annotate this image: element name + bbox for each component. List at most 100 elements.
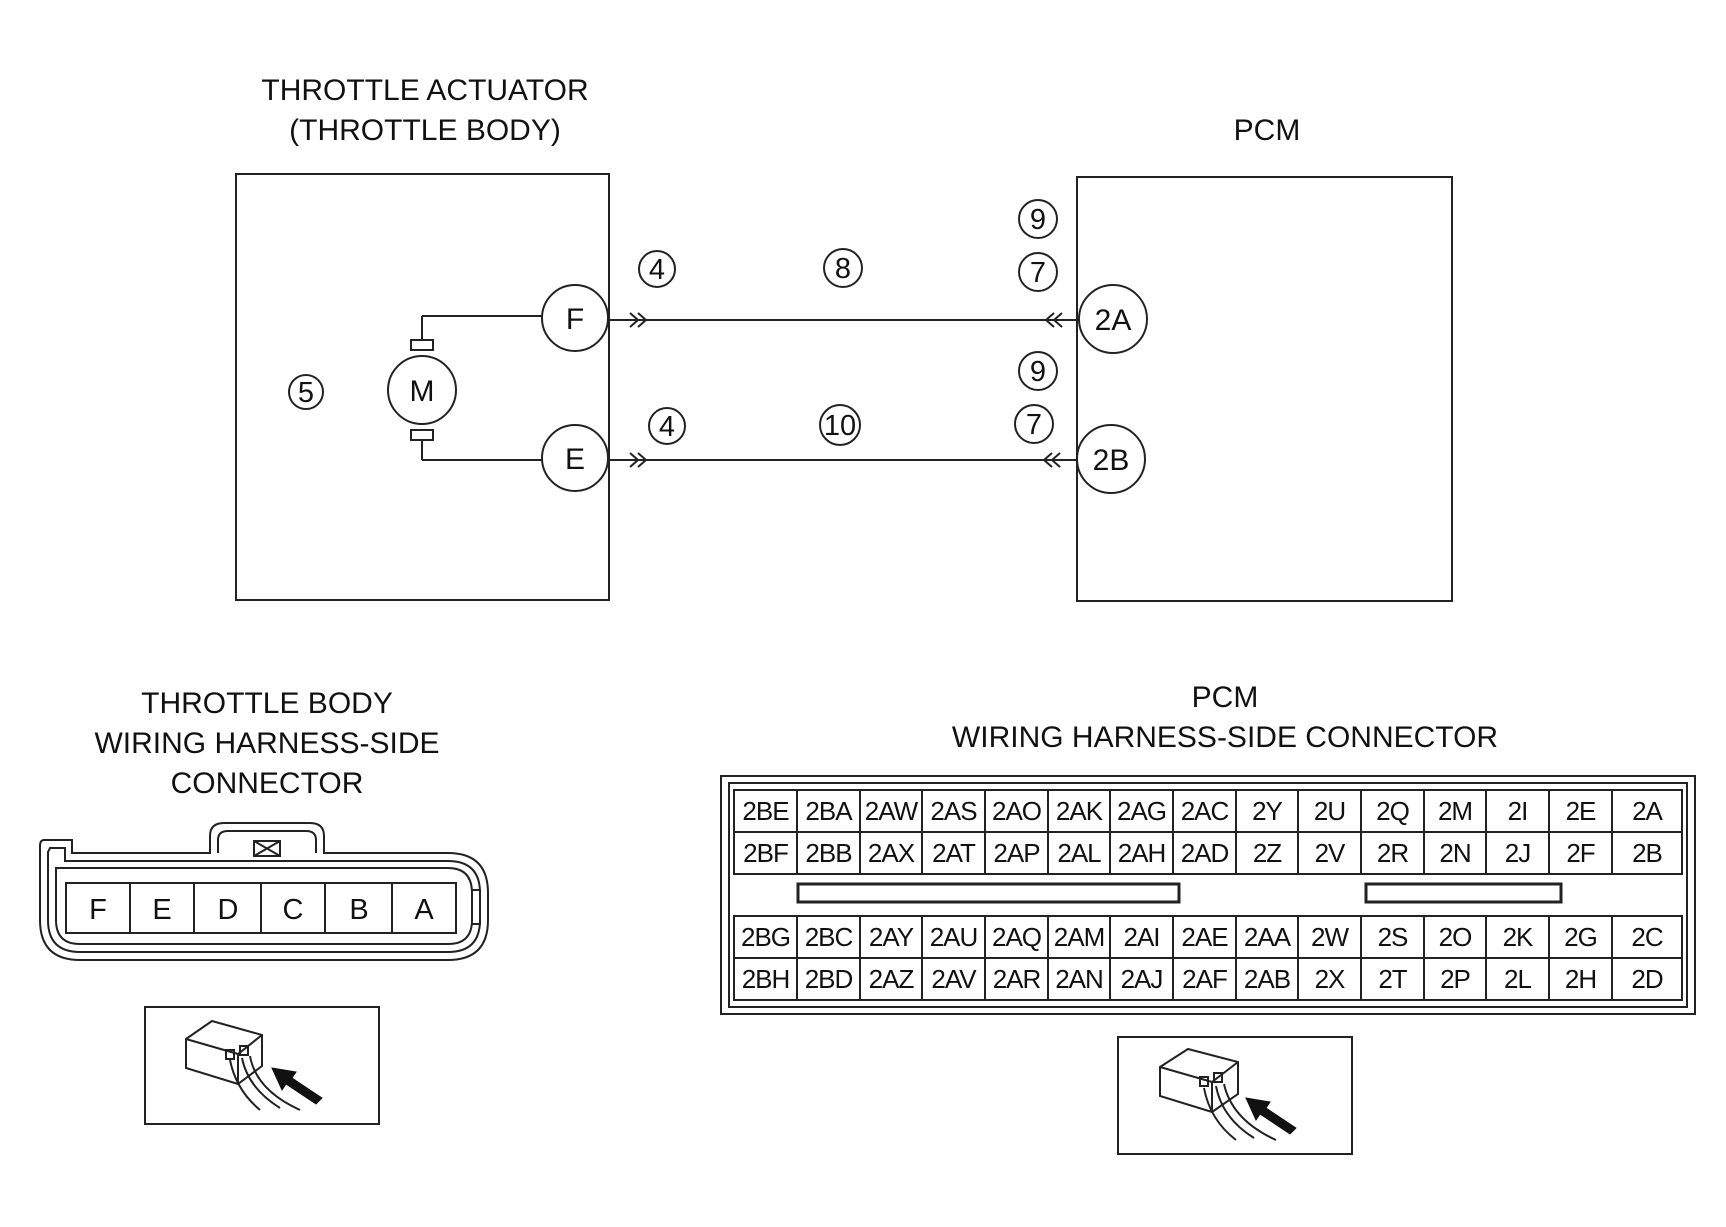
pcm-pin-2a: 2A (1632, 796, 1663, 826)
pcm-pin-2p: 2P (1440, 964, 1470, 994)
pcm-pin-2al: 2AL (1057, 838, 1101, 868)
pcm-pin-2m: 2M (1438, 796, 1472, 826)
pcm-pin-2ba: 2BA (805, 796, 853, 826)
pcm-connector-title-1: PCM (1192, 681, 1259, 714)
pcm-pin-2bf: 2BF (743, 838, 788, 868)
pcm-block: PCM 9 7 9 7 2A 2B (1014, 114, 1453, 602)
terminal-b: B (349, 894, 368, 926)
pcm-pin-2ab: 2AB (1244, 964, 1290, 994)
callout-f-connector: 4 (649, 254, 665, 286)
pcm-pin-2av: 2AV (931, 964, 977, 994)
pcm-key-right (1364, 882, 1563, 904)
pcm-pin-2ap: 2AP (993, 838, 1039, 868)
throttle-connector-title-1: THROTTLE BODY (141, 687, 393, 720)
callout-circle (1014, 404, 1054, 444)
callout-2b-9: 9 (1030, 356, 1046, 388)
pcm-pin-2ad: 2AD (1181, 838, 1229, 868)
pcm-pin-2au: 2AU (930, 922, 978, 952)
pcm-pin-2ac: 2AC (1181, 796, 1229, 826)
terminal-cell (391, 882, 457, 934)
wire-f-2a: 8 (608, 248, 1080, 328)
pcm-pin-2as: 2AS (930, 796, 977, 826)
pcm-pin-2z: 2Z (1253, 838, 1282, 868)
callout-circle (1018, 199, 1058, 239)
throttle-actuator-box (235, 173, 610, 601)
pin-2a: 2A (1078, 284, 1148, 354)
pin-e: E (541, 424, 609, 492)
pcm-pin-2an: 2AN (1055, 964, 1103, 994)
pcm-pin-2f: 2F (1566, 838, 1594, 868)
callout-circle (819, 404, 861, 446)
pcm-pin-2bg: 2BG (741, 922, 790, 952)
pcm-pin-2s: 2S (1378, 922, 1408, 952)
pcm-pin-2t: 2T (1378, 964, 1407, 994)
pcm-pin-2af: 2AF (1182, 964, 1227, 994)
motor-label: M (410, 375, 435, 408)
pcm-pin-2bd: 2BD (805, 964, 853, 994)
wire-e-2b: 10 (608, 404, 1078, 468)
pcm-pin-2u: 2U (1314, 796, 1345, 826)
callout-2b-7: 7 (1026, 409, 1042, 441)
pcm-pin-2y: 2Y (1252, 796, 1282, 826)
callout-2a-7: 7 (1030, 257, 1046, 289)
throttle-connector: THROTTLE BODY WIRING HARNESS-SIDE CONNEC… (39, 687, 489, 1125)
throttle-actuator: THROTTLE ACTUATOR (THROTTLE BODY) 5 M F … (235, 74, 686, 601)
pcm-pin-2ao: 2AO (992, 796, 1041, 826)
pcm-pin-2b: 2B (1632, 838, 1662, 868)
pcm-connector-outer (720, 775, 1696, 1015)
pcm-pin-2bb: 2BB (805, 838, 851, 868)
pcm-key-left (796, 882, 1181, 904)
callout-circle (648, 407, 686, 445)
terminal-c: C (283, 894, 304, 926)
pin-2b-label: 2B (1093, 444, 1130, 477)
pcm-pin-2ay: 2AY (869, 922, 914, 952)
callout-throttle-body: 5 (298, 377, 314, 409)
pcm-pin-2g: 2G (1564, 922, 1597, 952)
connector-view-icon (144, 1006, 380, 1125)
throttle-connector-title-3: CONNECTOR (171, 767, 364, 800)
terminal-a: A (414, 894, 434, 926)
pin-f: F (541, 284, 609, 352)
pcm-pin-2o: 2O (1439, 922, 1472, 952)
pcm-pin-2ah: 2AH (1118, 838, 1166, 868)
pcm-pin-2j: 2J (1505, 838, 1530, 868)
pcm-pin-2l: 2L (1504, 964, 1531, 994)
pcm-pin-cell (1611, 957, 1683, 1001)
pcm-pin-2am: 2AM (1054, 922, 1104, 952)
pin-e-label: E (565, 443, 585, 476)
pcm-pin-2v: 2V (1315, 838, 1346, 868)
terminal-d: D (218, 894, 239, 926)
callout-circle (823, 248, 863, 288)
motor-symbol: M (387, 315, 542, 461)
pcm-pin-2ai: 2AI (1123, 922, 1159, 952)
pcm-title: PCM (1234, 114, 1301, 147)
callout-wire-e: 10 (824, 410, 856, 442)
pcm-pin-2x: 2X (1315, 964, 1345, 994)
pcm-pin-2r: 2R (1377, 838, 1408, 868)
pcm-pin-2aq: 2AQ (992, 922, 1041, 952)
callout-e-connector: 4 (659, 411, 675, 443)
callout-circle (638, 250, 676, 288)
pcm-connector-inner (728, 782, 1688, 1008)
pcm-pin-2h: 2H (1565, 964, 1596, 994)
pcm-pin-2d: 2D (1631, 964, 1662, 994)
throttle-actuator-subtitle: (THROTTLE BODY) (289, 114, 561, 147)
pcm-pin-2w: 2W (1311, 922, 1349, 952)
terminal-e: E (152, 894, 171, 926)
pcm-pin-2aw: 2AW (865, 796, 919, 826)
callout-circle (1018, 351, 1058, 391)
pcm-pin-2at: 2AT (932, 838, 976, 868)
pcm-pin-2ae: 2AE (1181, 922, 1228, 952)
pcm-box (1076, 176, 1453, 602)
throttle-terminal-row: F E D C B A (65, 882, 457, 934)
pin-2b: 2B (1076, 424, 1146, 494)
pcm-pin-cell (1611, 831, 1683, 875)
callout-wire-f: 8 (835, 253, 851, 285)
callout-2a-9: 9 (1030, 204, 1046, 236)
pcm-pin-2be: 2BE (742, 796, 789, 826)
pcm-pin-2q: 2Q (1376, 796, 1409, 826)
callout-circle (1018, 252, 1058, 292)
pcm-pin-2ak: 2AK (1056, 796, 1104, 826)
